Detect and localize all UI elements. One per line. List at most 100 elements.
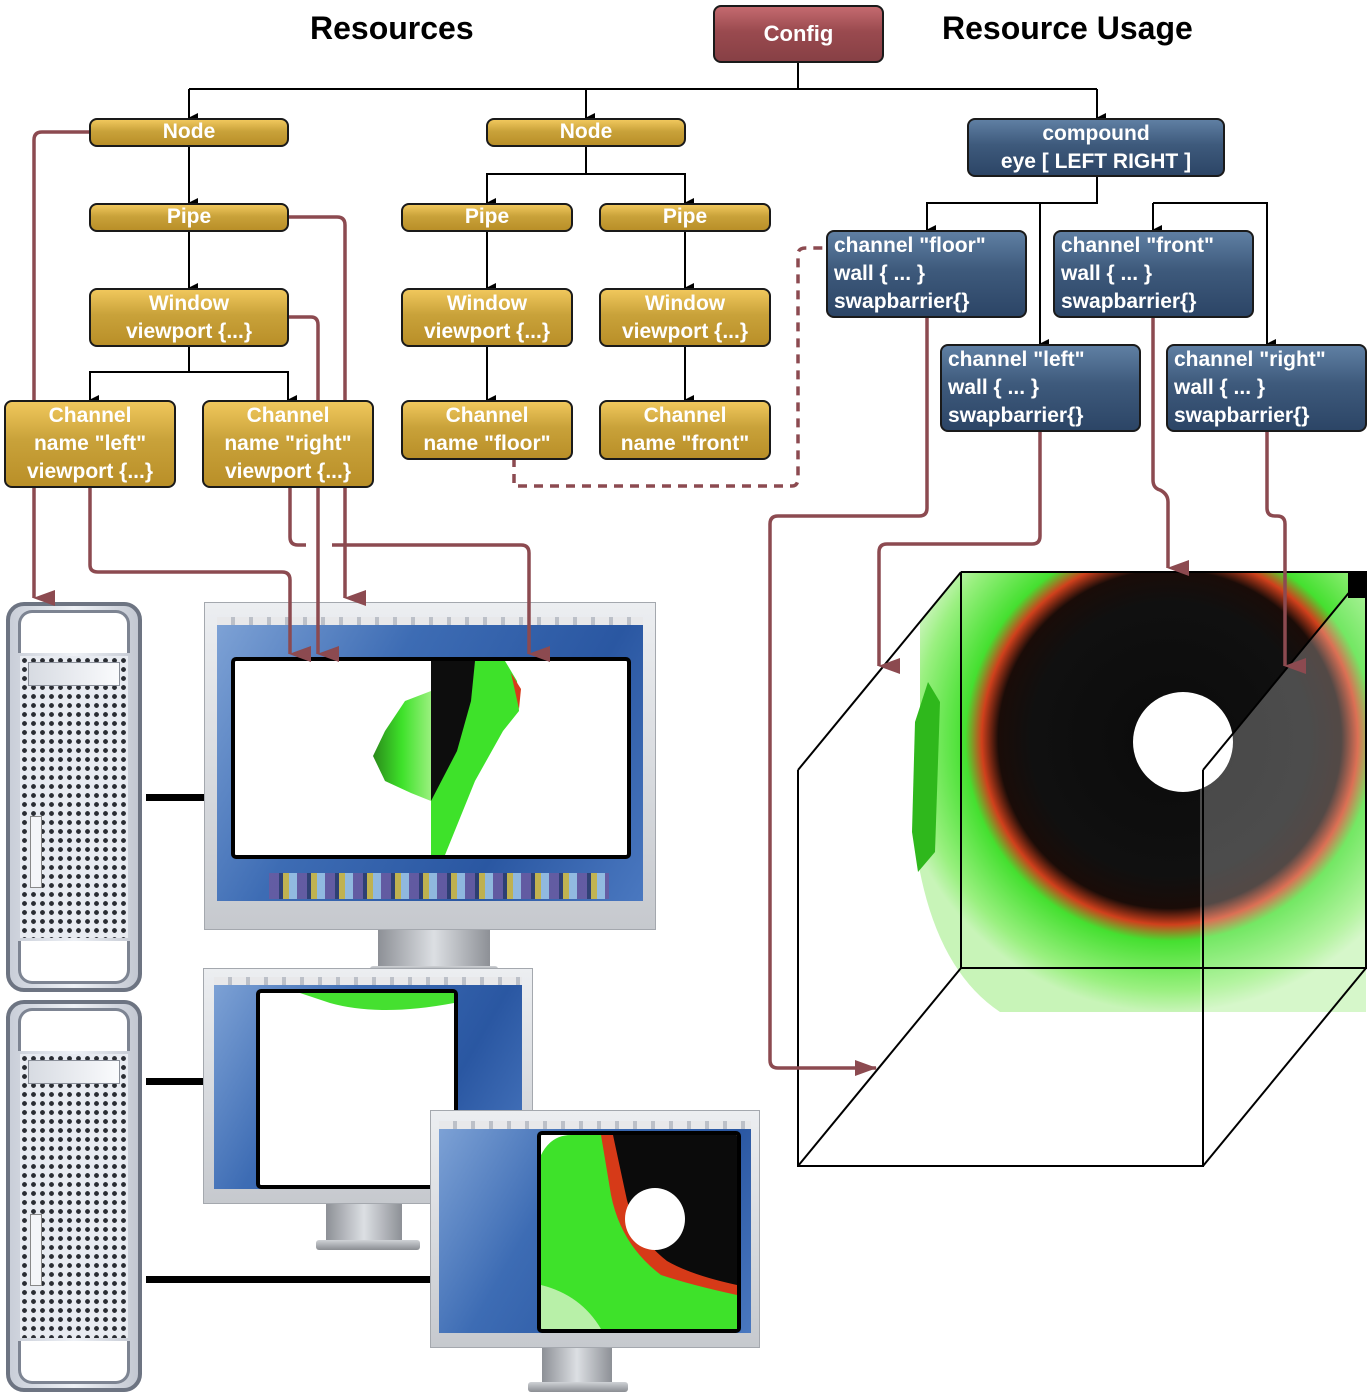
display-cable	[146, 1276, 432, 1283]
model-shadow	[431, 661, 475, 801]
config-label: Config	[763, 21, 834, 46]
stereo-window	[231, 657, 631, 859]
front-ports	[30, 1214, 42, 1286]
mapping-lines	[32, 130, 1306, 1076]
window-to-display	[288, 315, 339, 662]
hierarchy-arrow	[486, 146, 587, 208]
channel-front[interactable]: Channel name "front"	[599, 400, 771, 460]
pipe-label: Pipe	[662, 205, 708, 228]
resources-title: Resources	[310, 10, 474, 46]
channel-left[interactable]: Channel name "left" viewport {...}	[4, 400, 176, 488]
channel-label: Channel	[445, 404, 529, 427]
usage-swapbarrier: swapbarrier{}	[1174, 404, 1310, 427]
usage-swapbarrier: swapbarrier{}	[948, 404, 1084, 427]
usage-wall: wall { ... }	[834, 262, 926, 285]
window-viewport: viewport {...}	[423, 320, 551, 343]
node-2-window-1[interactable]: Window viewport {...}	[401, 288, 573, 347]
display-cable	[146, 794, 206, 801]
channel-viewport: viewport {...}	[26, 460, 154, 483]
node-label: Node	[162, 120, 216, 143]
hierarchy-arrow	[926, 176, 1098, 235]
compound-label: compound	[1042, 122, 1150, 145]
window-label: Window	[446, 292, 528, 315]
display-foot	[316, 1240, 420, 1250]
channel-viewport: viewport {...}	[224, 460, 352, 483]
usage-channel-name: channel "front"	[1061, 234, 1214, 257]
channel-name: name "front"	[620, 432, 750, 455]
compound-box[interactable]: compound eye [ LEFT RIGHT ]	[967, 118, 1225, 177]
config-box[interactable]: Config	[713, 5, 884, 63]
model-red-edge	[511, 673, 521, 709]
cave-render	[800, 572, 1366, 1012]
node-2-window-2[interactable]: Window viewport {...}	[599, 288, 771, 347]
display-stand	[378, 928, 490, 970]
usage-swapbarrier: swapbarrier{}	[834, 290, 970, 313]
hierarchy-arrow	[189, 371, 297, 405]
node-1-window[interactable]: Window viewport {...}	[89, 288, 289, 347]
channel-right[interactable]: Channel name "right" viewport {...}	[202, 400, 374, 488]
model-left-half	[373, 691, 431, 801]
cave-edge	[1202, 967, 1367, 1167]
cave-model-hole	[1133, 692, 1233, 792]
menu-bar	[217, 617, 643, 625]
node-1-pipe[interactable]: Pipe	[89, 203, 289, 232]
node-label: Node	[559, 120, 613, 143]
node-2[interactable]: Node	[486, 118, 686, 147]
pipe-to-display	[288, 215, 366, 606]
menu-bar	[439, 1121, 751, 1129]
hierarchy-arrow	[89, 346, 190, 405]
usage-channel-floor[interactable]: channel "floor" wall { ... } swapbarrier…	[826, 230, 1027, 318]
node-1[interactable]: Node	[89, 118, 289, 147]
model-hole	[625, 1188, 685, 1250]
channel-floor[interactable]: Channel name "floor"	[401, 400, 573, 460]
cave-cube	[797, 571, 1367, 1167]
menu-bar	[214, 977, 522, 985]
usage-wall: wall { ... }	[948, 376, 1040, 399]
model-floor-slice	[300, 993, 454, 1010]
usage-channel-right[interactable]: channel "right" wall { ... } swapbarrier…	[1166, 344, 1367, 432]
tower-handle	[18, 610, 130, 653]
tower-handle	[18, 941, 130, 984]
usage-channel-front[interactable]: channel "front" wall { ... } swapbarrier…	[1053, 230, 1254, 318]
display-screen	[439, 1121, 751, 1333]
usage-floor-to-wall	[768, 316, 929, 1076]
window-label: Window	[644, 292, 726, 315]
cave-model-render	[912, 572, 1366, 1012]
front-window	[537, 1131, 741, 1333]
channel-label: Channel	[48, 404, 132, 427]
usage-right-to-wall	[1265, 430, 1306, 674]
render-left-right	[373, 661, 521, 855]
tower-grille	[20, 656, 128, 938]
usage-front-to-wall	[1151, 316, 1189, 576]
optical-drive	[28, 662, 120, 686]
wide-display	[204, 602, 656, 930]
optical-drive	[28, 1060, 120, 1084]
render-front	[541, 1135, 737, 1329]
front-ports	[30, 816, 42, 888]
usage-channel-name: channel "floor"	[834, 234, 986, 257]
window-label: Window	[148, 292, 230, 315]
pipe-label: Pipe	[166, 205, 212, 228]
tower-grille	[20, 1054, 128, 1338]
channel-right-to-window	[288, 487, 529, 654]
floor-window	[256, 989, 458, 1189]
floor-channel-usage-link	[512, 246, 826, 488]
node-to-computer	[32, 130, 90, 606]
node-2-pipe-1[interactable]: Pipe	[401, 203, 573, 232]
channel-name: name "floor"	[423, 432, 551, 455]
tower-handle	[18, 1341, 130, 1384]
window-viewport: viewport {...}	[621, 320, 749, 343]
cave-front-face	[797, 770, 1204, 1167]
tower-handle	[18, 1008, 130, 1051]
channel-left-to-window	[88, 487, 311, 662]
computer-tower-1	[6, 602, 142, 992]
usage-channel-left[interactable]: channel "left" wall { ... } swapbarrier{…	[940, 344, 1141, 432]
usage-channel-name: channel "left"	[948, 348, 1085, 371]
dock	[269, 873, 609, 899]
node-2-pipe-2[interactable]: Pipe	[599, 203, 771, 232]
cave-model-fin	[912, 682, 940, 872]
usage-swapbarrier: swapbarrier{}	[1061, 290, 1197, 313]
hierarchy-arrow	[586, 173, 694, 208]
